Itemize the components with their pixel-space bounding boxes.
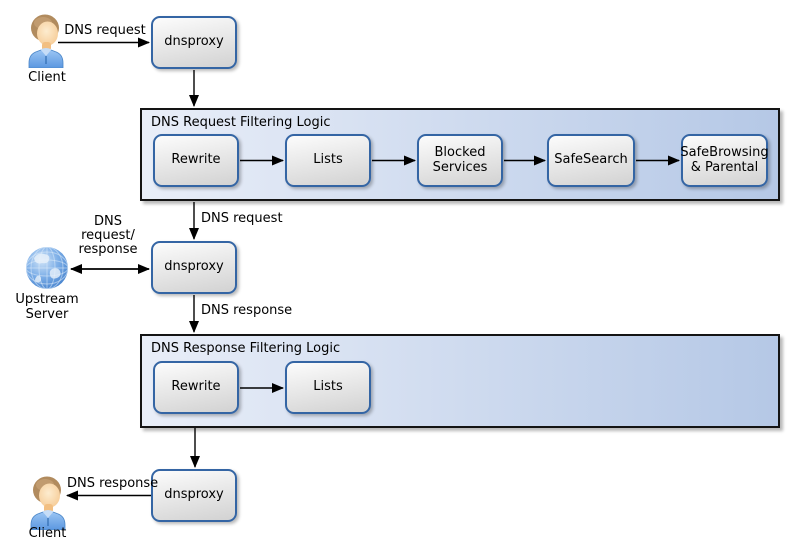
upstream-server-globe-icon	[26, 247, 68, 289]
node-dnsproxy-top: dnsproxy	[151, 16, 237, 69]
container-title: DNS Request Filtering Logic	[151, 115, 331, 130]
node-dnsproxy-middle: dnsproxy	[151, 241, 237, 294]
box-rewrite-response: Rewrite	[153, 361, 239, 414]
box-safebrowsing-parental: SafeBrowsing & Parental	[680, 134, 769, 187]
client-person-icon	[28, 14, 64, 68]
box-blocked-services: Blocked Services	[417, 134, 503, 187]
container-dns-response-filtering: DNS Response Filtering Logic	[140, 334, 780, 428]
edge-label-dns-response-mid: DNS response	[201, 303, 293, 318]
box-lists-response: Lists	[285, 361, 371, 414]
upstream-server-label: Upstream Server	[15, 292, 79, 323]
edge-label-dns-request-mid: DNS request	[201, 211, 283, 226]
container-title: DNS Response Filtering Logic	[151, 341, 341, 356]
client-person-icon	[30, 476, 66, 530]
box-safesearch: SafeSearch	[547, 134, 635, 187]
node-dnsproxy-bottom: dnsproxy	[151, 469, 237, 522]
edge-label-dns-request-response: DNS request/ response	[78, 214, 138, 258]
box-lists-request: Lists	[285, 134, 371, 187]
client-bottom-label: Client	[28, 526, 67, 541]
box-rewrite-request: Rewrite	[153, 134, 239, 187]
client-top-label: Client	[28, 70, 66, 85]
edge-label-dns-response-bottom: DNS response	[67, 476, 159, 491]
edge-label-dns-request-top: DNS request	[64, 23, 146, 38]
